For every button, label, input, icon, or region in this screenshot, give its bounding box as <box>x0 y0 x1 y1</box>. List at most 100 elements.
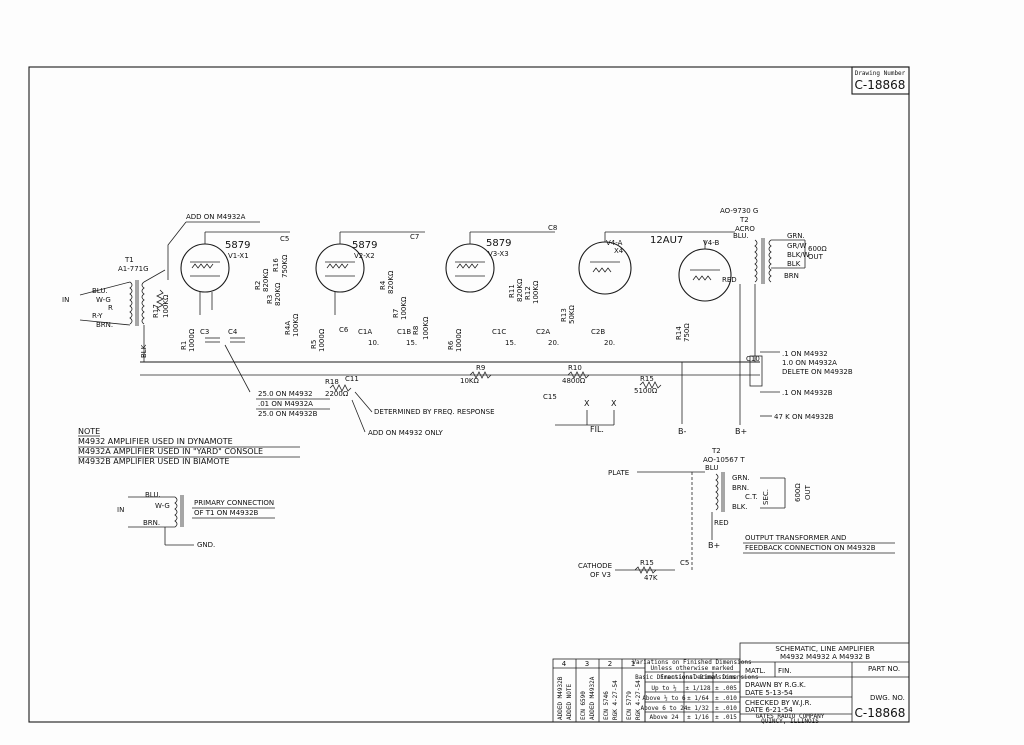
resistor-labels: R17 100KΩ R1 1000Ω R2 820KΩ R3 820KΩ R16… <box>152 254 691 352</box>
c10-options: .1 ON M4932 1.0 ON M4932A DELETE ON M493… <box>749 350 853 421</box>
output-red: RED <box>714 519 729 527</box>
output-ct: C.T. <box>745 493 758 501</box>
t2-lead-blu: BLU. <box>733 232 749 240</box>
b-plus-label: B+ <box>735 427 747 436</box>
c1c-label: C1C <box>492 328 506 336</box>
c15-label: C15 <box>543 393 557 401</box>
t1-lead-blu: BLU. <box>92 287 108 295</box>
r13-label: R13 <box>560 308 568 322</box>
output-t2: T2 <box>711 447 721 455</box>
tube-v1-type: 5879 <box>225 240 250 251</box>
tol-r3-c1: Above 6 to 24 <box>641 705 688 712</box>
rev-2-text2: RGK 4-27-54 <box>612 680 619 720</box>
c3-opt-2: .01 ON M4932A <box>258 400 313 408</box>
primary-in: IN <box>117 506 124 514</box>
rev-2-text: ECN 5746 <box>603 691 610 720</box>
drawn-date: DATE 5-13-54 <box>745 689 793 697</box>
rev-3-num: 3 <box>585 660 589 668</box>
c1b-label: C1B <box>397 328 411 336</box>
r2-value: 820KΩ <box>262 268 270 292</box>
rev-4-num: 4 <box>562 660 567 668</box>
r12-label: R12 <box>524 286 532 300</box>
tube-v1-ref: V1-X1 <box>228 252 249 260</box>
drawn-by: DRAWN BY R.G.K. <box>745 681 806 689</box>
output-title-1: OUTPUT TRANSFORMER AND <box>745 534 846 542</box>
tol-col-3: Decimal Dimensions <box>693 674 758 681</box>
output-r15v: 47K <box>644 574 658 582</box>
r5-label: R5 <box>310 340 318 349</box>
c10-opt-1: .1 ON M4932 <box>782 350 828 358</box>
bus-resistors: R9 10KΩ R10 4800Ω R15 5100Ω R18 2200Ω <box>325 364 662 398</box>
primary-wg: W-G <box>155 502 170 510</box>
primary-gnd: GND. <box>197 541 215 549</box>
r6-value: 1000Ω <box>455 328 463 352</box>
c3-opt-3: 25.0 ON M4932B <box>258 410 318 418</box>
c10-opt-4: .1 ON M4932B <box>782 389 833 397</box>
r8-label: R8 <box>412 326 420 335</box>
rev-4-text2: ADDED NOTE <box>566 683 573 720</box>
r14-label: R14 <box>675 326 683 340</box>
determined-label: DETERMINED BY FREQ. RESPONSE <box>374 408 495 416</box>
rev-3-text: ECN 6590 <box>580 691 587 720</box>
c1b-value: 15. <box>406 339 417 347</box>
b-minus-label: B- <box>678 427 686 436</box>
r10-label: R10 <box>568 364 582 372</box>
output-plate: PLATE <box>608 469 629 477</box>
c2a-label: C2A <box>536 328 550 336</box>
tol-r1-c1: Up to ½ <box>651 685 677 692</box>
t2-extra: ACRO <box>735 225 755 233</box>
c4-label: C4 <box>228 328 238 336</box>
output-cathode: CATHODE <box>578 562 612 570</box>
tol-r1-c2: ± 1/128 <box>685 685 711 692</box>
t1-blk-label: BLK <box>140 344 148 358</box>
tube-v3: 5879 V3-X3 <box>445 231 555 293</box>
add-on-a-label: ADD ON M4932A <box>186 213 246 221</box>
capacitor-labels: C3 C4 C5 C7 C8 C6 C1A 10. C1B 15. C1C 15… <box>200 224 760 401</box>
primary-title-2: OF T1 ON M4932B <box>194 509 259 517</box>
tol-r3-c3: ± .010 <box>715 705 737 712</box>
output-sec: SEC. <box>762 489 770 505</box>
r17-value: 100KΩ <box>162 294 170 318</box>
rev-1-num: 1 <box>631 660 635 668</box>
output-blu: BLU <box>705 464 718 472</box>
r18-label: R18 <box>325 378 339 386</box>
note-line-1: M4932 AMPLIFIER USED IN DYNAMOTE <box>78 437 233 446</box>
output-transformer-detail: T2 AO-10567 T PLATE BLU GRN. BRN. C.T. B… <box>578 447 895 582</box>
t1-part: A1-771G <box>118 265 149 273</box>
r1-label: R1 <box>180 341 188 350</box>
note-line-3: M4932B AMPLIFIER USED IN BIAMOTE <box>78 457 229 466</box>
tube-v4: V4-A X4 12AU7 V4-B <box>578 231 735 302</box>
note-title: NOTE <box>78 427 100 436</box>
transformer-t1: T1 A1-771G IN BLU. W-G R R-Y BRN. BLK <box>62 256 166 362</box>
title-line-1: SCHEMATIC, LINE AMPLIFIER <box>775 645 874 653</box>
title-line-2: M4932 M4932 A M4932 B <box>780 653 870 661</box>
tol-r4-c2: ± 1/16 <box>687 714 709 721</box>
dwg-no: C-18868 <box>855 706 906 720</box>
tube-v2: 5879 V2-X2 <box>315 231 425 315</box>
r12-value: 100KΩ <box>532 280 540 304</box>
company-city: QUINCY, ILLINOIS <box>761 718 819 725</box>
r11-label: R11 <box>508 284 516 298</box>
output-r15: R15 <box>640 559 654 567</box>
c1c-value: 15. <box>505 339 516 347</box>
r47k-opt: 47 K ON M4932B <box>774 413 834 421</box>
tube-v3-type: 5879 <box>486 238 511 249</box>
r10-value: 4800Ω <box>562 377 586 385</box>
t2-out-label: OUT <box>808 253 824 261</box>
x-label-1: X <box>584 399 590 408</box>
company-name: GATES RADIO COMPANY <box>756 713 825 720</box>
c8-label: C8 <box>548 224 557 232</box>
c5-label: C5 <box>280 235 289 243</box>
rev-3-text2: ADDED M4932A <box>589 676 596 720</box>
c3-label: C3 <box>200 328 209 336</box>
r7-value: 100KΩ <box>400 296 408 320</box>
tube-v4b-ref: V4-B <box>703 239 720 247</box>
primary-title-1: PRIMARY CONNECTION <box>194 499 274 507</box>
title-block: SCHEMATIC, LINE AMPLIFIER M4932 M4932 A … <box>739 642 910 725</box>
r18-value: 2200Ω <box>325 390 349 398</box>
t1-lead-brn: BRN. <box>96 321 113 329</box>
t2-out-ohm: 600Ω <box>808 245 827 253</box>
c3-options: 25.0 ON M4932 .01 ON M4932A 25.0 ON M493… <box>224 344 330 418</box>
output-ohm: 600Ω <box>794 483 802 502</box>
